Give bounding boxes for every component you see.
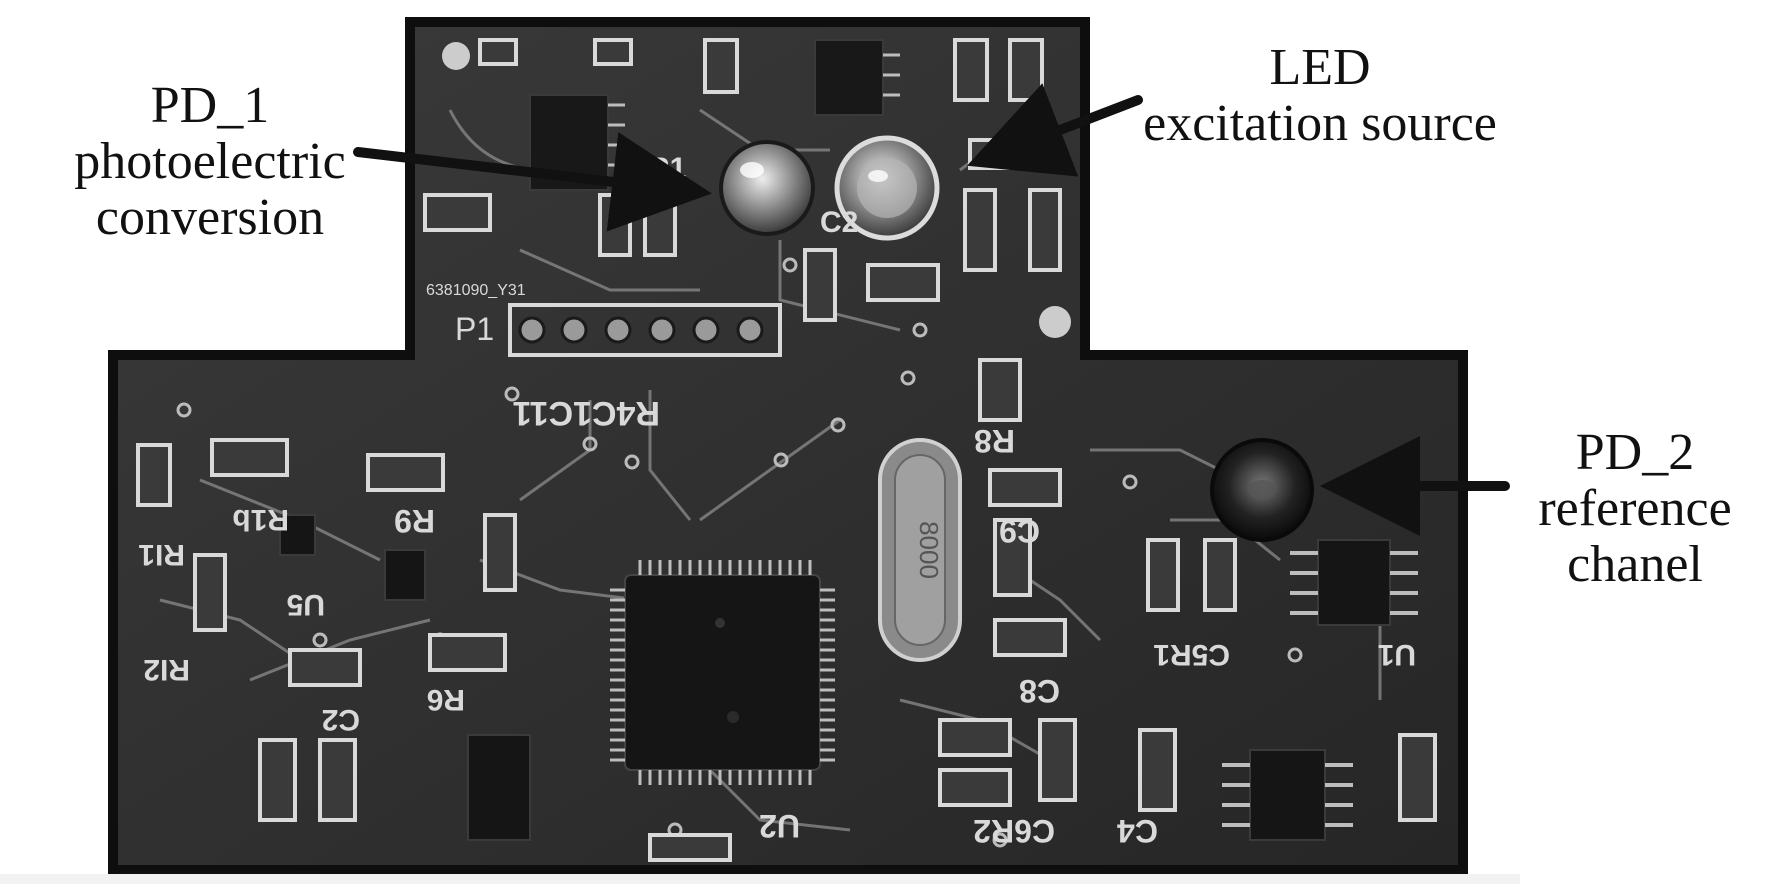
silk-c4: C4 <box>1117 813 1158 849</box>
silk-c2-bottom: C2 <box>322 703 360 736</box>
silk-c2-top: C2 <box>820 206 858 239</box>
silk-c5r1: C5R1 <box>1153 638 1230 671</box>
pd2-photodiode <box>1210 438 1314 542</box>
label-pd2-line1: PD_2 <box>1575 424 1695 481</box>
silk-c9: C9 <box>999 513 1040 549</box>
crystal-oscillator: 8000 <box>878 438 962 662</box>
bottom-strip <box>0 874 1520 884</box>
label-pd2-line3: chanel <box>1567 536 1703 593</box>
silk-c6r2: C6R2 <box>973 813 1055 849</box>
header-connector-p1 <box>508 303 782 357</box>
label-pd1-line2: photoelectric <box>74 133 346 190</box>
silk-p1: P1 <box>455 311 494 347</box>
label-pd1-line3: conversion <box>95 189 325 246</box>
silk-r1-top: R1 <box>648 152 686 185</box>
label-pd2: PD_2 reference chanel <box>1500 425 1770 593</box>
label-pd1: PD_1 photoelectric conversion <box>40 78 380 246</box>
silk-c8: C8 <box>1019 673 1060 709</box>
label-pd1-line1: PD_1 <box>150 77 270 134</box>
label-led: LED excitation source <box>1105 40 1535 152</box>
silk-r1b: R1b <box>232 503 289 536</box>
soic-chips <box>279 514 1418 841</box>
silk-u5: U5 <box>287 588 325 621</box>
silkscreen-labels: R1 C2 6381090_Y31 P1 R4C1C11 R1b R9 RI1 … <box>138 152 1416 849</box>
silk-r4c1c11: R4C1C11 <box>513 394 660 432</box>
label-led-line1: LED <box>1269 39 1371 96</box>
arrow-led <box>966 83 1143 177</box>
mcu-chip <box>610 560 835 785</box>
silk-r9: R9 <box>394 503 435 539</box>
silk-r6: R6 <box>427 683 465 716</box>
label-pd2-line2: reference <box>1538 480 1732 537</box>
led-excitation <box>834 135 940 241</box>
silk-r8: R8 <box>974 423 1015 459</box>
silk-u1: U1 <box>1378 638 1416 671</box>
pd1-photodiode <box>719 140 815 236</box>
silk-board-id: 6381090_Y31 <box>426 282 526 299</box>
arrow-pd1 <box>353 132 712 232</box>
label-led-line2: excitation source <box>1143 95 1497 152</box>
silk-u2: U2 <box>759 808 800 844</box>
passive-components <box>136 38 1437 862</box>
silk-ri1: RI1 <box>138 538 185 571</box>
annotation-arrows <box>353 83 1510 536</box>
crystal-marking: 8000 <box>914 521 944 579</box>
silk-ri2: RI2 <box>143 653 190 686</box>
